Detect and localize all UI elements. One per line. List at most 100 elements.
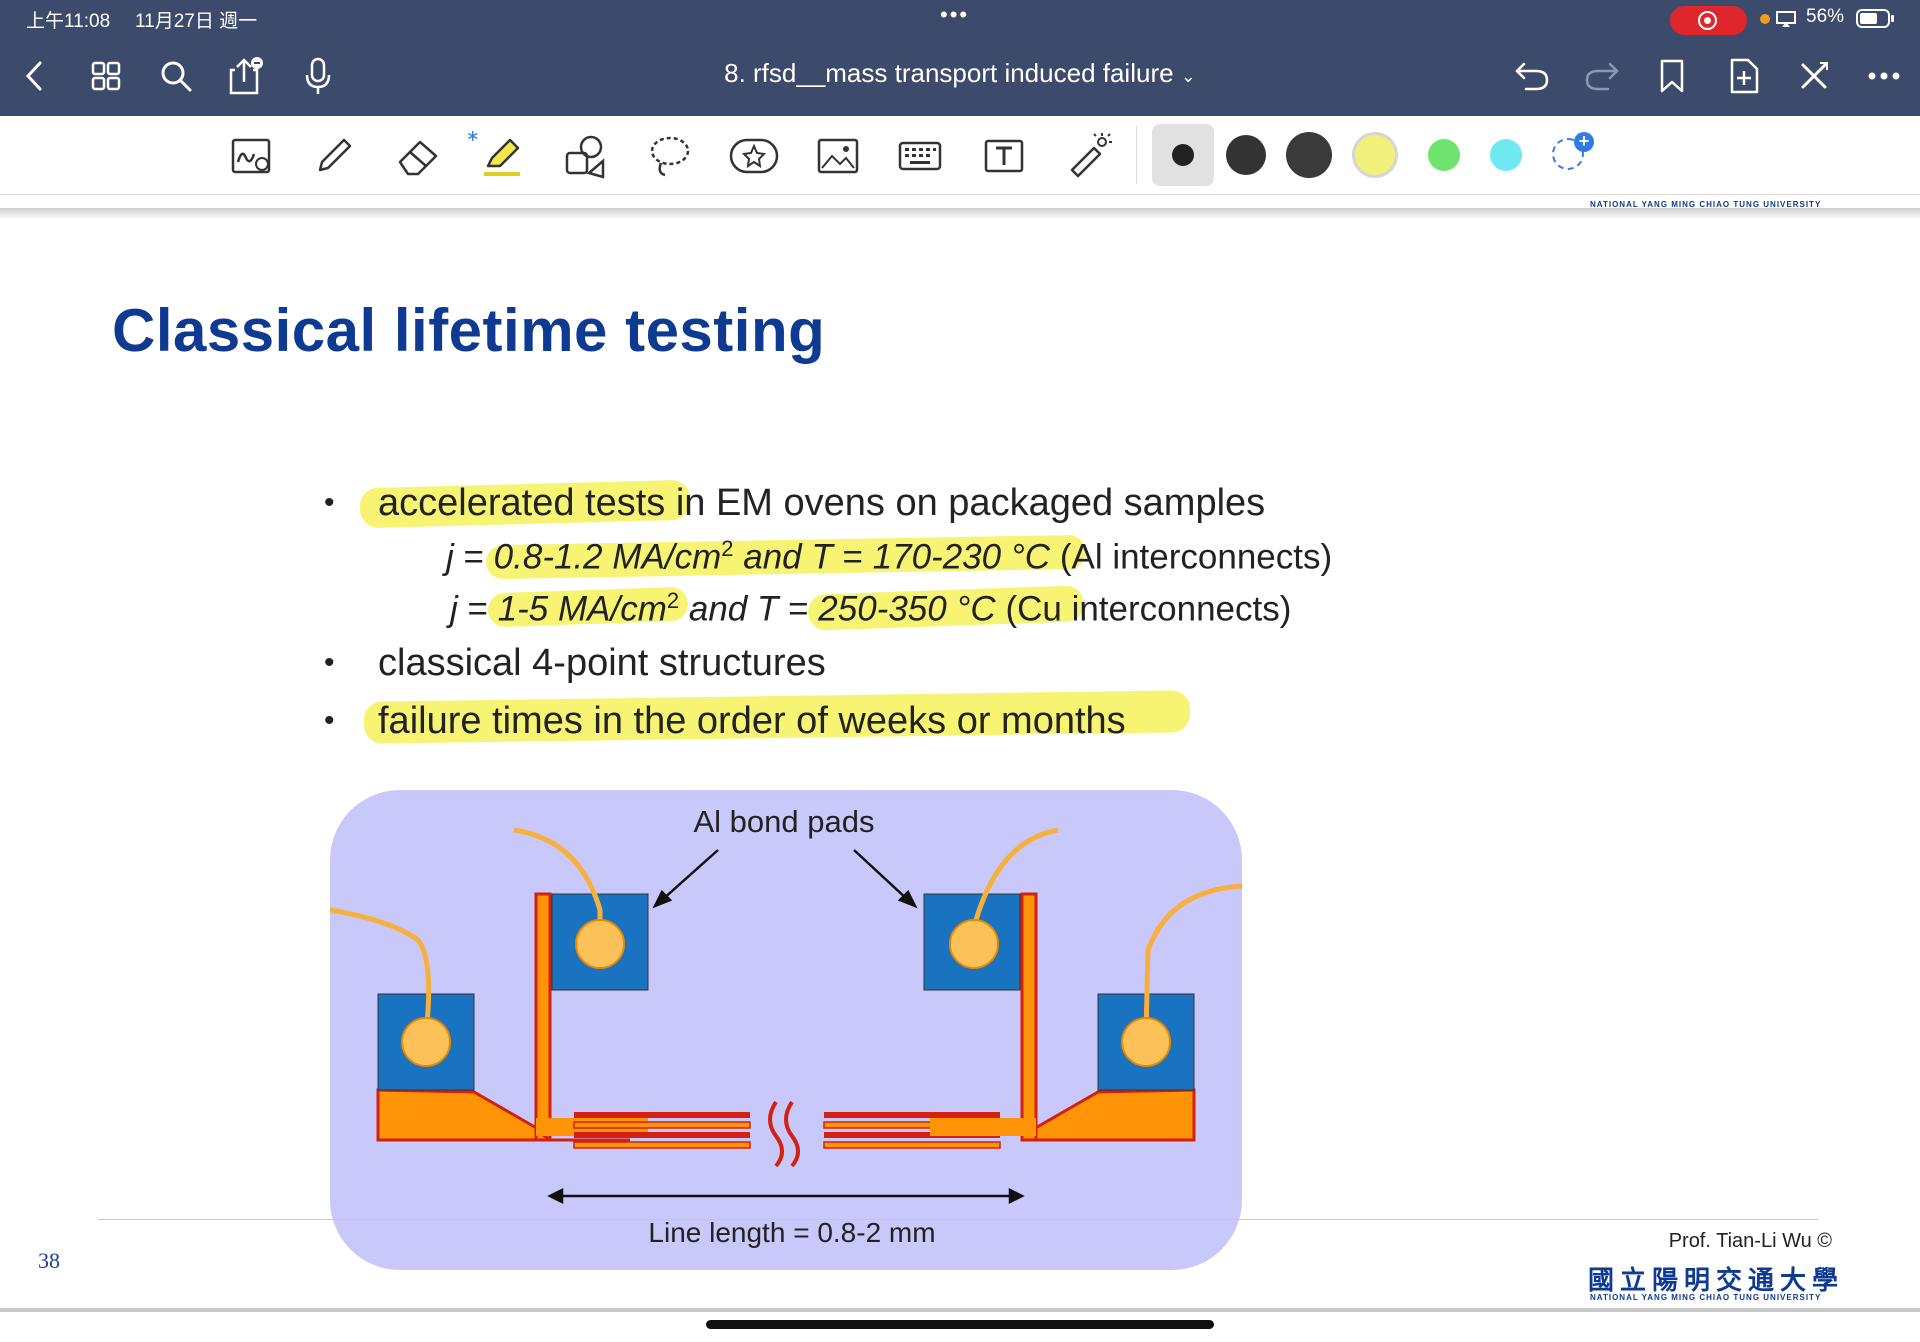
close-icon[interactable]: [1794, 56, 1834, 96]
document-title-menu[interactable]: 8. rfsd__mass transport induced failure …: [560, 58, 1360, 89]
t-symbol: T: [756, 589, 779, 629]
mic-indicator-icon: [1760, 14, 1770, 24]
more-icon[interactable]: [1864, 56, 1904, 96]
bullet-accelerated-tests: accelerated tests in EM ovens on package…: [378, 482, 1266, 524]
annotation-toolbar: ∗ +: [0, 116, 1920, 195]
battery-percent: 56%: [1806, 6, 1845, 27]
j-symbol: j: [450, 589, 458, 629]
chevron-down-icon: ⌄: [1180, 66, 1196, 86]
equals: =: [453, 537, 494, 577]
bluetooth-icon: ∗: [466, 128, 480, 145]
back-icon[interactable]: [14, 56, 54, 96]
note-cu: (Cu interconnects): [995, 589, 1292, 629]
redo-icon[interactable]: [1582, 56, 1622, 96]
current-density-cu: 1-5 MA/cm: [497, 589, 667, 629]
bond-wire-4: [1143, 883, 1243, 1035]
footer-divider: [98, 1219, 1818, 1220]
j-symbol: j: [446, 537, 454, 577]
add-color-icon[interactable]: [1552, 138, 1584, 170]
ball-bond-1: [401, 1017, 451, 1067]
sticker-icon[interactable]: [728, 130, 780, 182]
shapes-icon[interactable]: [560, 130, 612, 182]
bond-pads-label: Al bond pads: [694, 804, 875, 839]
temperature-al: 170-230 °C: [872, 537, 1051, 577]
equals: =: [457, 589, 498, 629]
search-icon[interactable]: [156, 56, 196, 96]
keyboard-icon[interactable]: [894, 130, 946, 182]
top-bar: 上午11:08 11月27日 週一 ••• 56% 8. rfsd__mass …: [0, 0, 1920, 116]
undo-icon[interactable]: [1512, 56, 1552, 96]
test-line-right: [823, 1112, 1036, 1149]
document-title: 8. rfsd__mass transport induced failure: [724, 58, 1174, 88]
eraser-icon[interactable]: [392, 130, 444, 182]
bullet-dot: •: [324, 646, 335, 679]
arrow-right: [853, 849, 909, 901]
bond-wire-1: [329, 907, 432, 1035]
and-text: and: [679, 589, 757, 629]
bullet-failure-times: failure times in the order of weeks or m…: [378, 700, 1126, 742]
bullet-dot: •: [324, 486, 335, 519]
note-al: (Al interconnects): [1050, 537, 1333, 577]
text-icon[interactable]: [978, 130, 1030, 182]
sub-bullet-cu: j = 1-5 MA/cm2 and T = 250-350 °C (Cu in…: [450, 588, 1291, 630]
and-text: and: [733, 537, 812, 577]
multitask-dots-icon[interactable]: •••: [940, 2, 970, 27]
bullet-4-point-structures: classical 4-point structures: [378, 642, 826, 684]
slide-bottom-edge: [0, 1308, 1920, 1312]
left-inner-lead: [534, 892, 552, 1142]
line-length-label: Line length = 0.8-2 mm: [648, 1217, 935, 1248]
add-page-icon[interactable]: [1724, 56, 1764, 96]
status-date: 11月27日 週一: [135, 11, 258, 32]
grid-icon[interactable]: [86, 56, 126, 96]
toolbar-divider: [1136, 126, 1137, 184]
screen-mirror-icon: [1776, 11, 1796, 27]
bond-wire-3: [971, 827, 1059, 945]
color-yellow-selected[interactable]: [1352, 132, 1398, 178]
temperature-cu: 250-350 °C: [818, 589, 996, 629]
pen-icon[interactable]: [308, 130, 360, 182]
pen-size-small[interactable]: [1172, 144, 1194, 166]
pen-size-large[interactable]: [1286, 132, 1332, 178]
university-name-en-top: NATIONAL YANG MING CHIAO TUNG UNIVERSITY: [1590, 200, 1822, 209]
test-line-left: [536, 1112, 751, 1149]
author-credit: Prof. Tian-Li Wu ©: [1668, 1230, 1832, 1252]
color-cyan[interactable]: [1490, 139, 1522, 171]
header-logo-partial: NATIONAL YANG MING CHIAO TUNG UNIVERSITY: [1588, 196, 1828, 210]
university-name-en: NATIONAL YANG MING CHIAO TUNG UNIVERSITY: [1590, 1293, 1822, 1302]
home-indicator[interactable]: [706, 1320, 1214, 1329]
bond-wire-2: [513, 827, 603, 944]
slide-top-edge: [0, 208, 1920, 220]
bullet-dot: •: [324, 704, 335, 737]
slide-title: Classical lifetime testing: [112, 297, 826, 364]
current-density-al: 0.8-1.2 MA/cm: [493, 537, 722, 577]
break-mark-icon: [768, 1100, 784, 1168]
plus-icon: +: [1574, 132, 1594, 152]
four-point-structure-diagram: Al bond pads Line length = 0.8-2 mm: [329, 790, 1243, 1270]
ball-bond-3: [949, 919, 999, 969]
share-icon[interactable]: [226, 56, 266, 96]
laser-pointer-icon[interactable]: [1062, 130, 1114, 182]
ball-bond-2: [575, 919, 625, 969]
exponent: 2: [666, 588, 680, 613]
color-green[interactable]: [1428, 139, 1460, 171]
equals: =: [778, 589, 819, 629]
pen-size-medium[interactable]: [1226, 135, 1266, 175]
equals: =: [832, 537, 873, 577]
arrow-left: [661, 849, 719, 901]
page-number: 38: [38, 1248, 60, 1273]
handwriting-zoom-icon[interactable]: [226, 130, 278, 182]
t-symbol: T: [811, 537, 833, 577]
right-inner-lead: [1020, 892, 1038, 1142]
image-icon[interactable]: [812, 130, 864, 182]
screen-recording-icon[interactable]: [1670, 6, 1747, 35]
lasso-icon[interactable]: [644, 130, 696, 182]
bookmark-icon[interactable]: [1652, 56, 1692, 96]
microphone-icon[interactable]: [298, 56, 338, 96]
status-time: 上午11:08: [26, 11, 111, 32]
sub-bullet-al: j = 0.8-1.2 MA/cm2 and T = 170-230 °C (A…: [446, 536, 1332, 578]
battery-icon: [1856, 9, 1894, 28]
university-name-cn: 國立陽明交通大學: [1588, 1265, 1845, 1295]
highlighter-icon[interactable]: [476, 130, 528, 182]
ball-bond-4: [1121, 1017, 1171, 1067]
exponent: 2: [721, 536, 734, 561]
